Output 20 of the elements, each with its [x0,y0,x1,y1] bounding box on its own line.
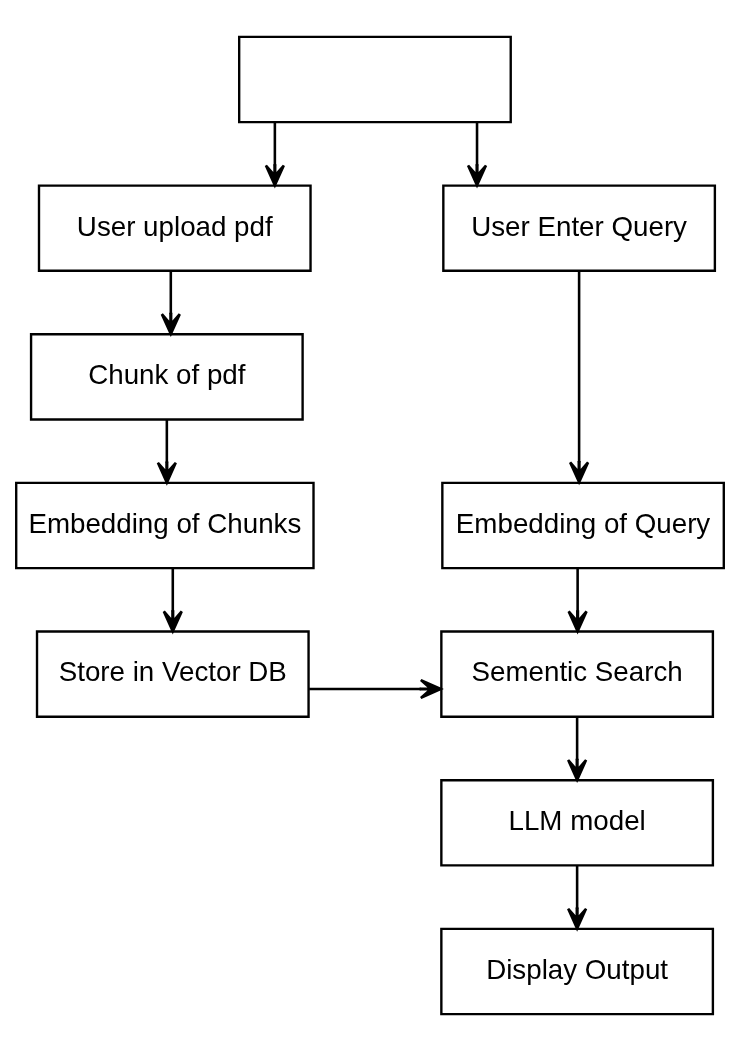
node-box: Chunk of pdf [29,333,304,421]
arrow [567,568,588,633]
arrow [264,122,286,187]
arrow [568,271,590,484]
node-box: Sementic Search [440,630,715,718]
node-box: LLM model [440,779,715,867]
node-box: User Enter Query [442,184,717,272]
arrow [566,717,588,782]
arrow [160,271,181,336]
node-box: User upload pdf [37,184,312,272]
arrow [309,678,442,700]
arrow [466,122,488,187]
node-box: Embedding of Query [441,481,725,570]
node-box: Embedding of Chunks [15,481,315,570]
arrow [566,865,588,930]
arrow [156,419,178,484]
node-box [238,35,512,124]
arrow [162,568,183,633]
node-box: Display Output [440,927,715,1016]
node-box: Store in Vector DB [35,630,310,718]
